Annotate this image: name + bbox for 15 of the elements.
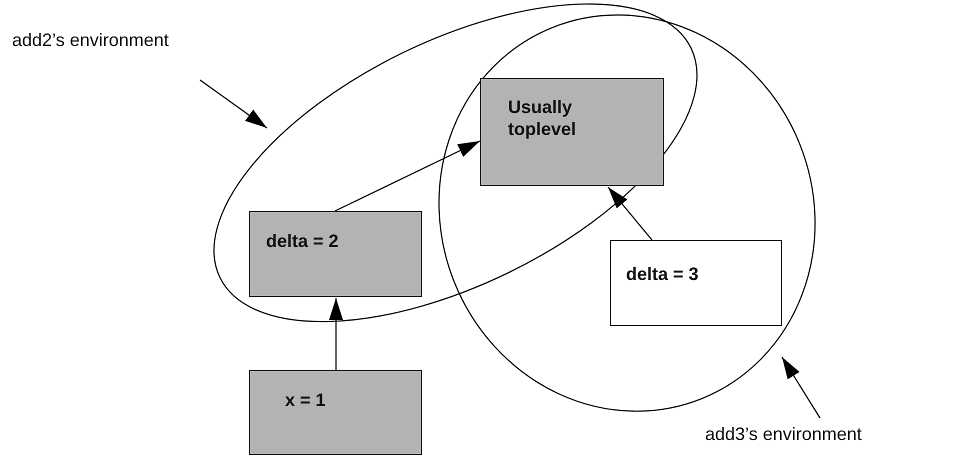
variable-binding-text: delta = 3 — [626, 262, 699, 285]
variable-binding-text: delta = 2 — [266, 230, 339, 252]
arrow — [334, 140, 480, 212]
arrow — [608, 186, 652, 240]
variable-binding-text: Usually toplevel — [508, 96, 578, 140]
annotation-text: add3’s environment — [705, 424, 862, 444]
frame-box — [248, 210, 422, 297]
leader-arrow — [200, 80, 268, 128]
frame-box — [480, 78, 664, 186]
annotation-text: add2’s environment — [12, 30, 169, 50]
variable-binding-text: x = 1 — [285, 389, 326, 411]
frame-box — [610, 240, 782, 326]
frame-box — [249, 370, 422, 455]
leader-arrow — [782, 356, 820, 418]
arrow — [329, 298, 343, 370]
